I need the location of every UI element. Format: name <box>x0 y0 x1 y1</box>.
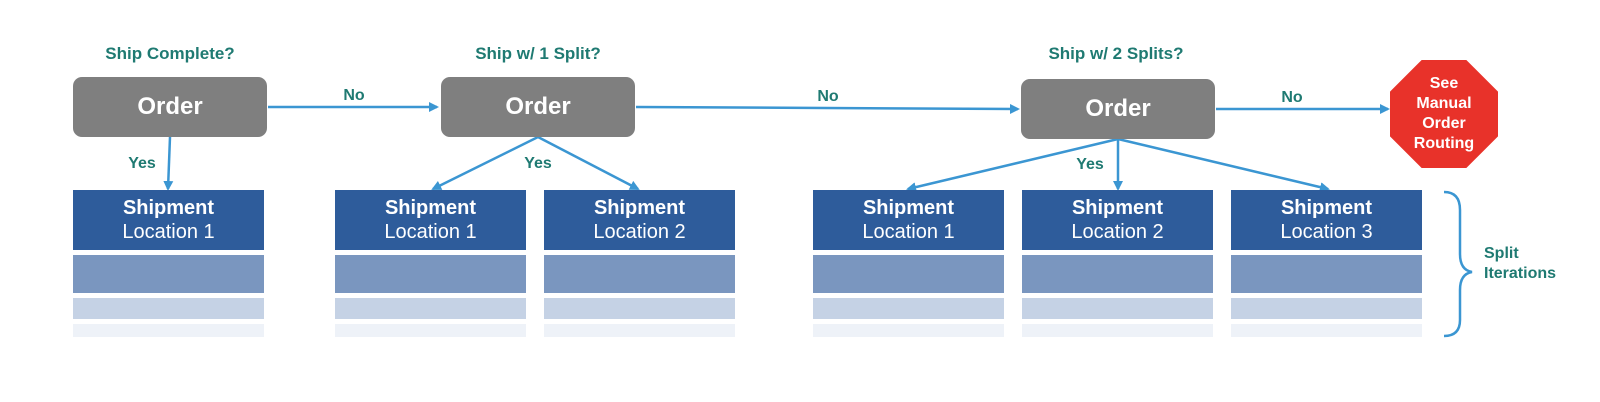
shipment-title: Shipment <box>1071 197 1164 219</box>
no-label-2: No <box>817 88 839 105</box>
order-box-2: Order <box>441 77 635 137</box>
yes-label-2: Yes <box>524 155 552 172</box>
shipment-box: Shipment Location 2 <box>1022 190 1213 250</box>
question-ship-complete: Ship Complete? <box>105 44 235 63</box>
shipment-title: Shipment <box>122 197 215 219</box>
shipment-title: Shipment <box>384 197 477 219</box>
shipment-location: Location 1 <box>384 221 477 243</box>
order-box-3: Order <box>1021 79 1215 139</box>
yes-arrow-2a <box>431 135 539 191</box>
iteration-band-2 <box>73 255 264 293</box>
curly-brace-icon <box>1443 190 1473 338</box>
shipment-box: Shipment Location 1 <box>73 190 264 250</box>
shipment-title: Shipment <box>593 197 686 219</box>
iteration-band-4 <box>335 324 526 337</box>
shipment-stack-s2-l2: Shipment Location 2 <box>544 190 735 337</box>
iteration-band-2 <box>544 255 735 293</box>
no-label-3: No <box>1281 89 1303 106</box>
yes-label-1: Yes <box>128 155 156 172</box>
shipment-box: Shipment Location 1 <box>335 190 526 250</box>
question-ship-1-split: Ship w/ 1 Split? <box>475 44 601 63</box>
iteration-band-3 <box>813 298 1004 319</box>
iteration-band-4 <box>544 324 735 337</box>
iteration-band-4 <box>73 324 264 337</box>
yes-arrow-3a <box>906 137 1119 193</box>
iteration-band-2 <box>1231 255 1422 293</box>
iteration-band-4 <box>1231 324 1422 337</box>
shipment-stack-s3-l1: Shipment Location 1 <box>813 190 1004 337</box>
shipment-stack-s3-l3: Shipment Location 3 <box>1231 190 1422 337</box>
no-arrow-2 <box>635 103 1020 114</box>
split-iterations-label: Split Iterations <box>1484 245 1557 282</box>
question-ship-2-splits: Ship w/ 2 Splits? <box>1048 44 1184 63</box>
shipment-title: Shipment <box>1280 197 1373 219</box>
iteration-band-2 <box>335 255 526 293</box>
shipment-stack-s1-l1: Shipment Location 1 <box>73 190 264 337</box>
iteration-band-2 <box>1022 255 1213 293</box>
iteration-band-2 <box>813 255 1004 293</box>
iteration-band-4 <box>813 324 1004 337</box>
yes-arrow-3c <box>1117 137 1330 193</box>
shipment-stack-s2-l1: Shipment Location 1 <box>335 190 526 337</box>
iteration-band-3 <box>544 298 735 319</box>
shipment-location: Location 1 <box>122 221 215 243</box>
iteration-band-3 <box>73 298 264 319</box>
yes-arrow-2b <box>537 135 640 191</box>
shipment-stack-s3-l2: Shipment Location 2 <box>1022 190 1213 337</box>
shipment-location: Location 2 <box>593 221 686 243</box>
yes-label-3: Yes <box>1076 156 1104 173</box>
iteration-band-3 <box>1022 298 1213 319</box>
shipment-location: Location 1 <box>862 221 955 243</box>
manual-order-routing-label: See Manual Order Routing <box>1413 75 1475 152</box>
shipment-location: Location 2 <box>1071 221 1164 243</box>
shipment-location: Location 3 <box>1280 221 1373 243</box>
order-box-1: Order <box>73 77 267 137</box>
iteration-band-3 <box>335 298 526 319</box>
iteration-band-4 <box>1022 324 1213 337</box>
stop-sign-icon: See Manual Order Routing <box>1390 60 1498 168</box>
no-label-1: No <box>343 87 365 104</box>
shipment-box: Shipment Location 3 <box>1231 190 1422 250</box>
iteration-band-3 <box>1231 298 1422 319</box>
shipment-title: Shipment <box>862 197 955 219</box>
yes-arrow-1 <box>163 136 174 191</box>
shipment-box: Shipment Location 1 <box>813 190 1004 250</box>
shipment-box: Shipment Location 2 <box>544 190 735 250</box>
